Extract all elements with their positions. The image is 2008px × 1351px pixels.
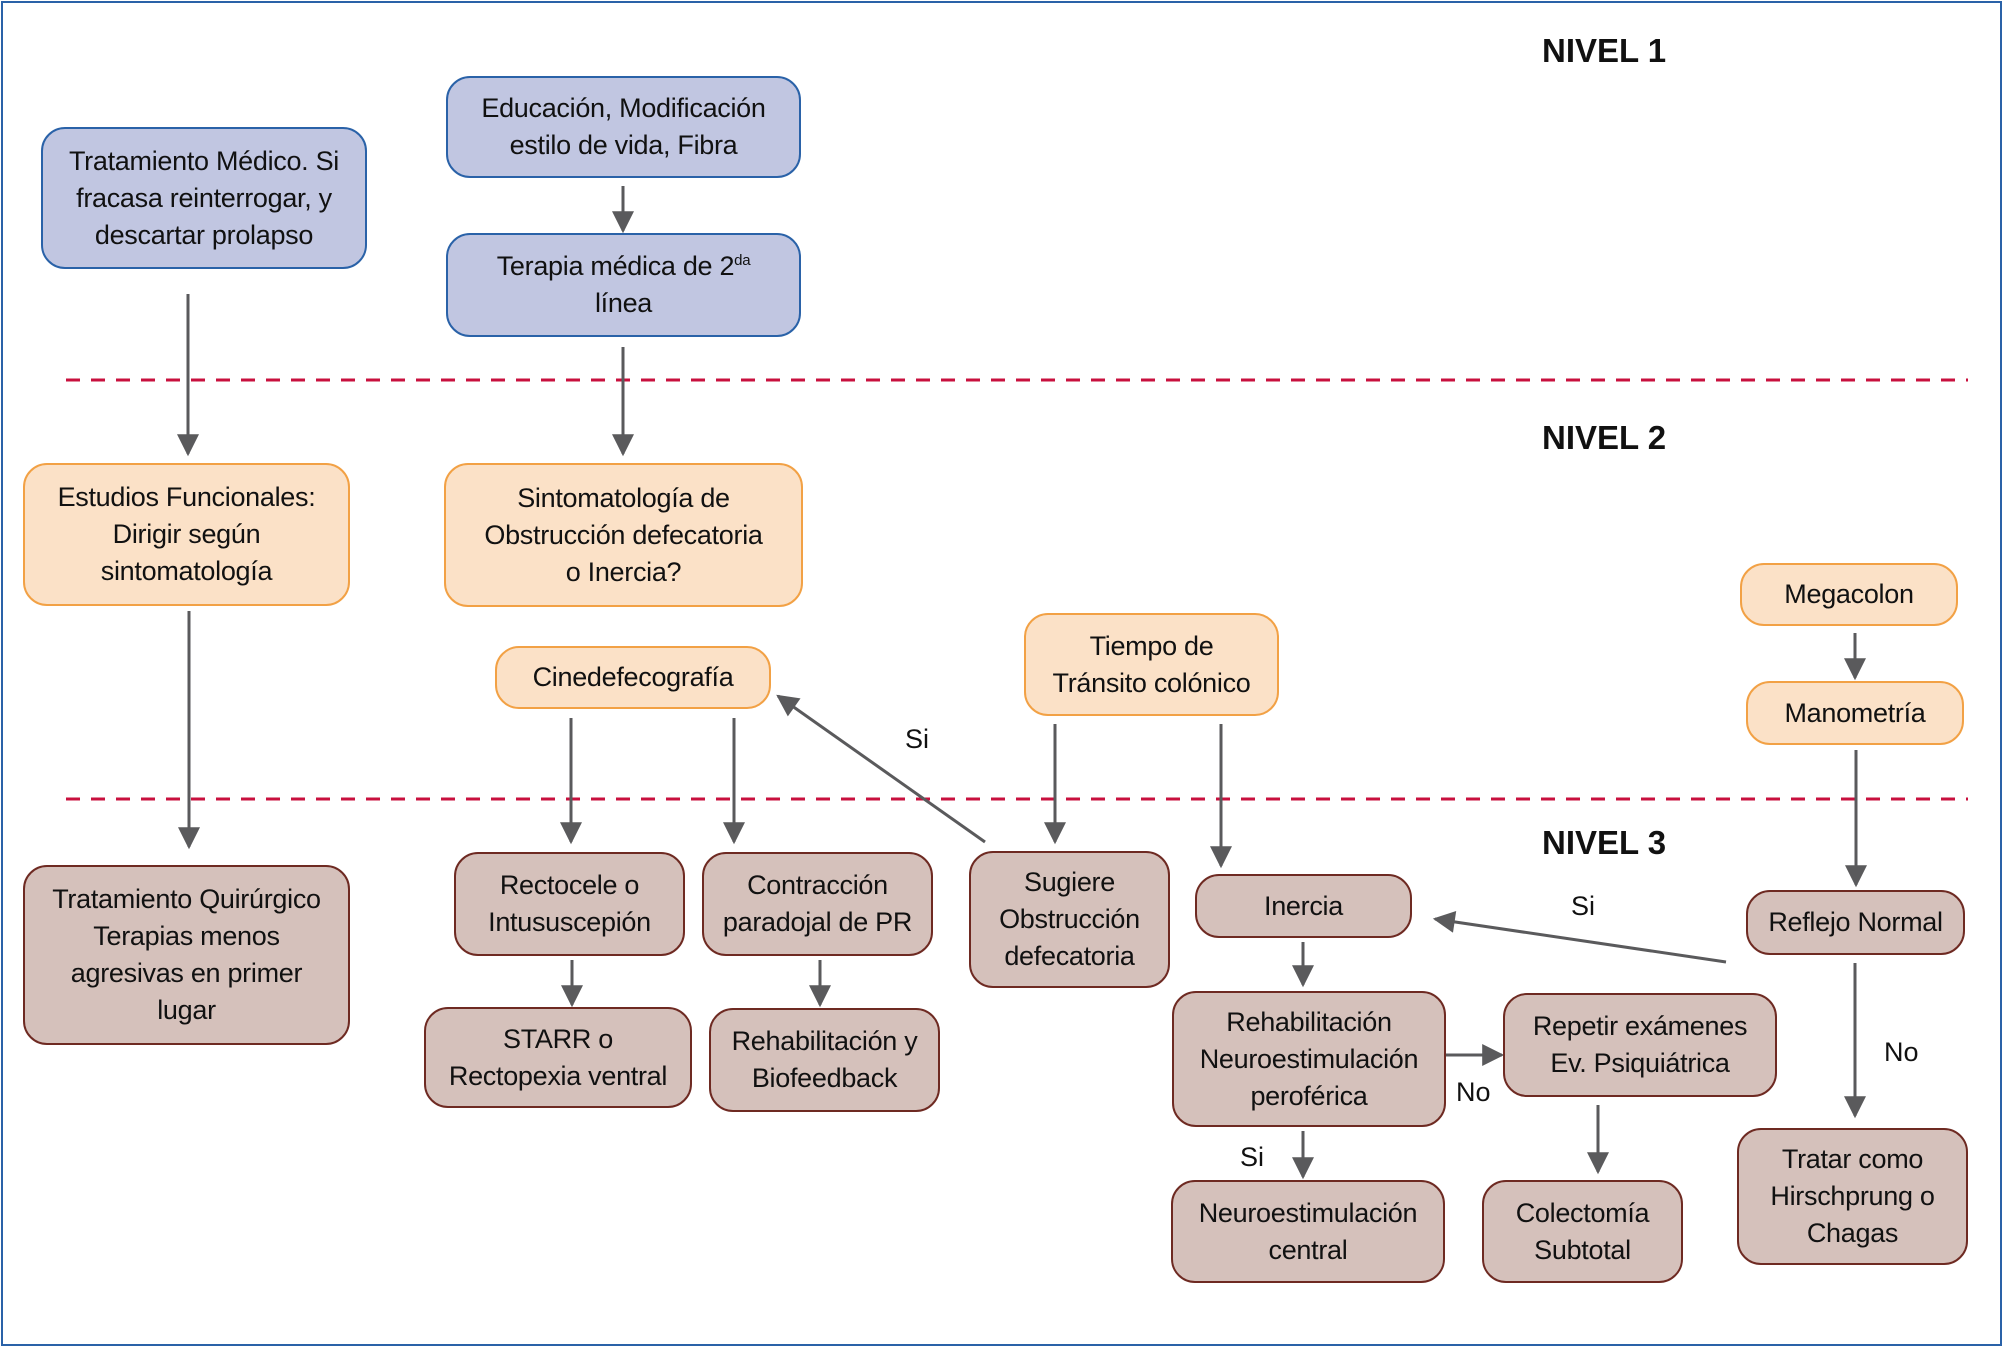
node-text: STARR o Rectopexia ventral (448, 1023, 668, 1091)
node-text: Sugiere Obstrucción defecatoria (999, 867, 1140, 971)
node-text: Rectocele o Intususcepión (488, 870, 651, 937)
node-educacion: Educación, Modificación estilo de vida, … (446, 76, 801, 178)
node-text: Tiempo de Tránsito colónico (1052, 630, 1251, 698)
level-1-label: NIVEL 1 (1542, 32, 1667, 69)
node-text: Cinedefecografía (532, 662, 734, 692)
node-text: Tratamiento Médico. Si fracasa reinterro… (68, 145, 339, 250)
node-sugiere-obstruccion: Sugiere Obstrucción defecatoria (969, 851, 1170, 988)
node-text-superscript: da (734, 252, 751, 269)
node-tratar-como: Tratar como Hirschprung o Chagas (1737, 1128, 1968, 1265)
node-text: Inercia (1264, 890, 1343, 921)
node-rehab-neuroestimulacion: Rehabilitación Neuroestimulación perofér… (1172, 991, 1446, 1127)
node-text: Reflejo Normal (1768, 907, 1943, 937)
node-text: Megacolon (1784, 579, 1914, 609)
node-tiempo-transito: Tiempo de Tránsito colónico (1024, 613, 1279, 716)
edge-label-no-tratar: No (1884, 1037, 1919, 1067)
level-2-label: NIVEL 2 (1542, 419, 1667, 456)
node-colectomia: Colectomía Subtotal (1482, 1180, 1683, 1283)
node-repetir-examenes: Repetir exámenes Ev. Psiquiátrica (1503, 993, 1777, 1097)
node-text: Repetir exámenes Ev. Psiquiátrica (1532, 1011, 1748, 1078)
node-text: Rehabilitación y Biofeedback (731, 1026, 918, 1093)
node-text: Tratar como Hirschprung o Chagas (1770, 1144, 1935, 1248)
node-rehab-biofeedback: Rehabilitación y Biofeedback (709, 1008, 940, 1112)
edge-label-no-repetir: No (1456, 1077, 1491, 1107)
node-tratamiento-medico: Tratamiento Médico. Si fracasa reinterro… (41, 127, 367, 269)
node-terapia-medica: Terapia médica de 2da línea (446, 233, 801, 337)
edge-label-si-cinedefecografia: Si (905, 724, 930, 754)
node-text: Estudios Funcionales: Dirigir según sint… (57, 482, 316, 586)
node-contraccion-paradojal: Contracción paradojal de PR (702, 852, 933, 956)
node-reflejo-normal: Reflejo Normal (1746, 890, 1965, 955)
node-text: Neuroestimulación central (1198, 1197, 1418, 1265)
edge-label-si-neuro-central: Si (1240, 1142, 1265, 1172)
node-text: Tratamiento Quirúrgico Terapias menos ag… (52, 884, 321, 1025)
node-sintomatologia: Sintomatología de Obstrucción defecatori… (444, 463, 803, 607)
node-manometria: Manometría (1746, 681, 1964, 745)
edge-label-si-inercia: Si (1571, 891, 1596, 921)
level-3-label: NIVEL 3 (1542, 824, 1667, 861)
node-text: Manometría (1784, 697, 1926, 728)
node-text: Contracción paradojal de PR (722, 870, 913, 937)
node-text: Colectomía Subtotal (1515, 1197, 1650, 1265)
node-rectocele: Rectocele o Intususcepión (454, 852, 685, 956)
node-text-main: Terapia médica de 2 (496, 251, 735, 281)
node-text: Sintomatología de Obstrucción defecatori… (484, 482, 763, 587)
node-inercia: Inercia (1195, 874, 1412, 938)
node-text: Rehabilitación Neuroestimulación perofér… (1199, 1006, 1419, 1111)
node-cinedefecografia: Cinedefecografía (495, 646, 771, 709)
node-neuroestimulacion-central: Neuroestimulación central (1171, 1180, 1445, 1283)
node-text-line2: línea (594, 288, 653, 318)
node-megacolon: Megacolon (1740, 563, 1958, 626)
arrow-sugiere-obstruccion-to-cinedefecografia (776, 694, 986, 844)
arrow-reflejo-normal-to-inercia (1432, 911, 1727, 964)
node-text: Educación, Modificación estilo de vida, … (481, 93, 766, 160)
node-starr: STARR o Rectopexia ventral (424, 1007, 692, 1108)
node-tratamiento-quirurgico: Tratamiento Quirúrgico Terapias menos ag… (23, 865, 350, 1045)
node-estudios-funcionales: Estudios Funcionales: Dirigir según sint… (23, 463, 350, 606)
node-text: Terapia médica de 2da línea (497, 248, 751, 322)
